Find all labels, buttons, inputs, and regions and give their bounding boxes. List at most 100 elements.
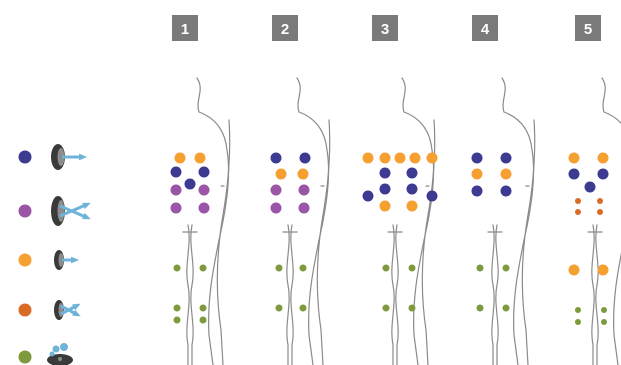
marker-dot [601,307,607,313]
marker-dot [362,152,374,164]
panel-number-badges: 1 2 3 4 5 [172,15,601,41]
marker-dot [270,184,282,196]
marker-dot [575,209,581,215]
marker-dot [568,168,580,180]
marker-dot [426,152,438,164]
marker-dot [575,198,581,204]
panel-badge-3: 3 [372,15,398,41]
split-arrow-small-icon [54,300,81,320]
legend-row-1 [18,144,87,170]
marker-dot [170,184,182,196]
marker-dot [426,190,438,202]
badge-box [372,15,398,41]
marker-dot [500,185,512,197]
marker-dot [297,168,309,180]
marker-dot [406,167,418,179]
marker-dot [500,168,512,180]
panel-badge-2: 2 [272,15,298,41]
marker-dot [601,319,607,325]
marker-dot [298,184,310,196]
marker-dot [270,152,282,164]
panel-badge-5: 5 [575,15,601,41]
marker-dot [382,304,390,312]
badge-box [575,15,601,41]
marker-dot [471,168,483,180]
marker-dot [198,202,210,214]
badge-box [472,15,498,41]
marker-dot [597,264,609,276]
badge-number: 4 [481,21,490,38]
marker-dot [199,304,207,312]
marker-dot [184,178,196,190]
marker-dot [406,200,418,212]
badge-box [272,15,298,41]
marker-dot [584,181,596,193]
marker-dot [379,200,391,212]
single-arrow-small-icon [54,250,79,270]
torso-outline-4 [487,77,536,365]
marker-dot [379,152,391,164]
marker-dot [298,202,310,214]
marker-dot [408,264,416,272]
marker-dot [173,316,181,324]
torso-outline-3 [387,77,436,365]
marker-dot [199,316,207,324]
marker-dot [275,168,287,180]
marker-dot [406,183,418,195]
marker-dot [194,152,206,164]
marker-dot [382,264,390,272]
marker-dot [362,190,374,202]
marker-dot [198,166,210,178]
marker-dot [394,152,406,164]
bubbles-icon [47,343,73,365]
panel-badge-4: 4 [472,15,498,41]
torso-outlines [182,77,621,365]
legend-dot [18,303,32,317]
marker-dot [597,209,603,215]
legend-row-5 [18,343,73,365]
marker-dot [379,167,391,179]
marker-dot [476,264,484,272]
marker-dot [379,183,391,195]
marker-dot [173,264,181,272]
legend-dot [18,204,32,218]
marker-dot [270,202,282,214]
legend-dot [18,350,32,364]
marker-dot [409,152,421,164]
panel-badge-1: 1 [172,15,198,41]
marker-dot [174,152,186,164]
badge-number: 3 [381,21,389,38]
marker-dot [299,264,307,272]
marker-dot [502,264,510,272]
legend-dot [18,150,32,164]
marker-dot [170,202,182,214]
marker-dot [408,304,416,312]
badge-number: 2 [281,21,289,38]
torso-outline-1 [182,77,231,365]
marker-dot [471,185,483,197]
torso-outline-2 [282,77,331,365]
badge-number: 5 [584,21,592,38]
marker-dot [597,168,609,180]
badge-box [172,15,198,41]
marker-dot [597,198,603,204]
legend-row-3 [18,250,79,270]
legend-row-2 [18,196,91,226]
single-arrow-wide-icon [51,144,87,170]
split-arrow-wide-icon [51,196,91,226]
marker-dot [299,152,311,164]
marker-dot [173,304,181,312]
marker-dots [170,152,609,325]
marker-dot [575,307,581,313]
marker-dot [170,166,182,178]
marker-dot [471,152,483,164]
marker-dot [568,264,580,276]
marker-dot [502,304,510,312]
legend-row-4 [18,300,81,320]
marker-dot [597,152,609,164]
torso-outline-5 [587,77,621,365]
marker-dot [275,304,283,312]
badge-number: 1 [181,21,189,38]
marker-dot [199,264,207,272]
